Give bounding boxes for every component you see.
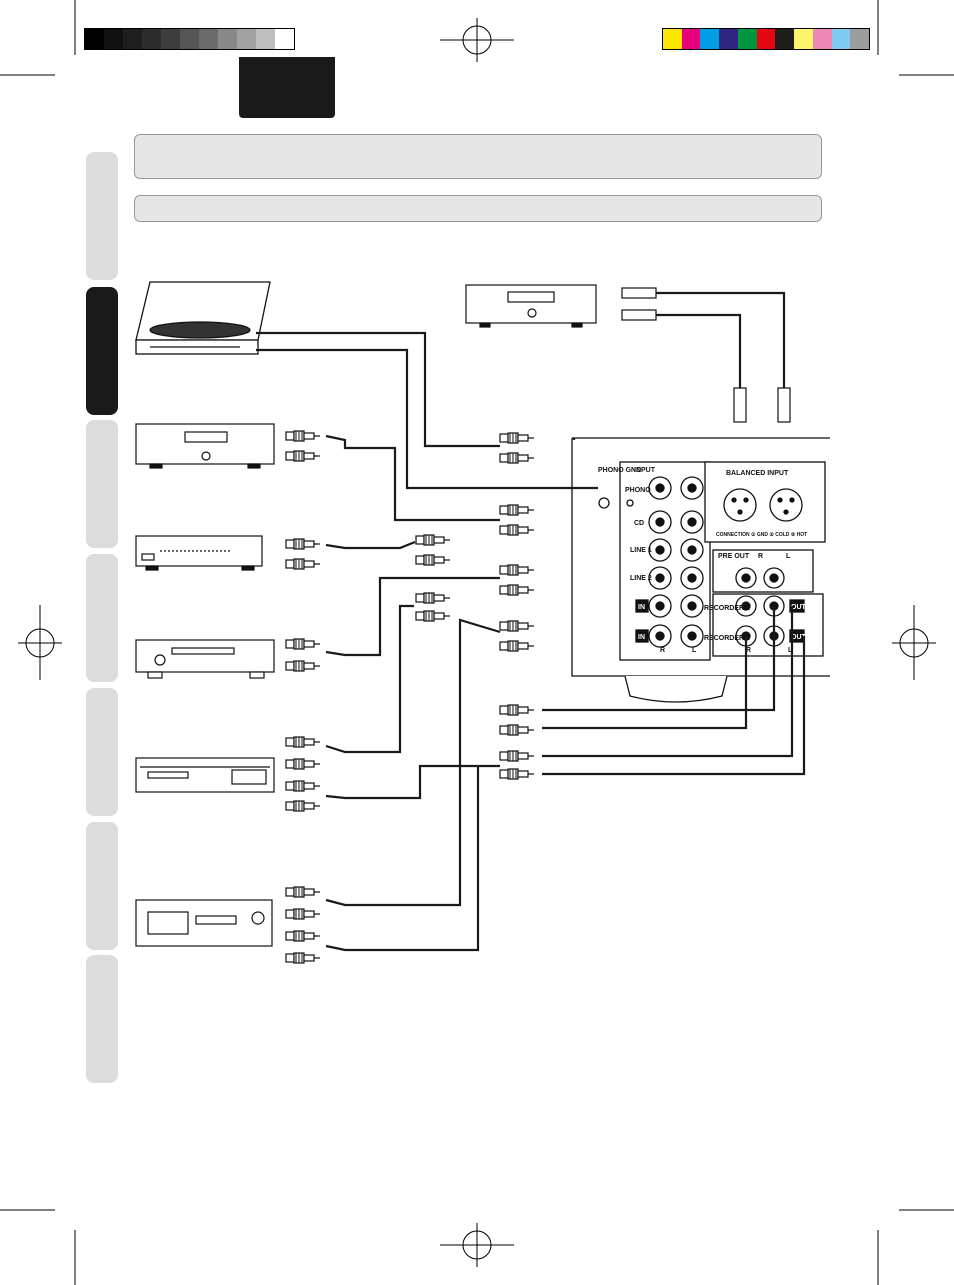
balanced-input-label: BALANCED INPUT <box>726 470 789 477</box>
grayscale-strip <box>84 28 295 50</box>
in-label-2: IN <box>638 634 645 641</box>
sacd-player-top <box>465 284 597 328</box>
input-label: INPUT <box>634 467 656 474</box>
rec-l-label: L <box>692 647 697 654</box>
amplifier-rear-panel <box>571 437 830 703</box>
pre-out-label: PRE OUT <box>718 553 750 560</box>
side-tab-6[interactable] <box>86 822 118 950</box>
side-tab-2-active[interactable] <box>86 287 118 415</box>
section-title-bar <box>134 134 822 179</box>
out-label-1: OUT <box>791 604 807 611</box>
cd-label: CD <box>634 520 644 527</box>
xlr-connection-legend: CONNECTION ① GND ② COLD ③ HOT <box>716 532 807 538</box>
out-label-2: OUT <box>791 634 807 641</box>
dvd-player <box>135 639 275 679</box>
in-label-1: IN <box>638 604 645 611</box>
rca-plugs <box>285 430 535 964</box>
line1-label: LINE 1 <box>630 547 652 554</box>
side-tab-7[interactable] <box>86 955 118 1083</box>
cassette-deck <box>135 899 273 947</box>
color-strip <box>662 28 870 50</box>
recorder2-label: RECORDER 2 <box>704 635 750 642</box>
line2-label: LINE 2 <box>630 575 652 582</box>
phono-gnd-label: PHONO GND <box>598 467 641 474</box>
side-tab-4[interactable] <box>86 554 118 682</box>
side-tab-1[interactable] <box>86 152 118 280</box>
subsection-title-bar <box>134 195 822 222</box>
cd-recorder <box>135 757 275 793</box>
tuner <box>135 535 263 571</box>
xlr-plugs <box>621 287 791 423</box>
cd-player <box>135 423 275 469</box>
language-block <box>239 57 335 118</box>
pre-out-l-label: L <box>786 553 791 560</box>
side-tab-5[interactable] <box>86 688 118 816</box>
turntable <box>135 281 271 355</box>
cables <box>256 291 806 952</box>
phono-label: PHONO <box>625 487 651 494</box>
recorder1-label: RECORDER 1 <box>704 605 750 612</box>
pre-out-r-label: R <box>758 553 763 560</box>
rec-out-r-label: R <box>746 647 751 654</box>
side-tab-3[interactable] <box>86 420 118 548</box>
rec-r-label: R <box>660 647 665 654</box>
rec-out-l-label: L <box>788 647 793 654</box>
